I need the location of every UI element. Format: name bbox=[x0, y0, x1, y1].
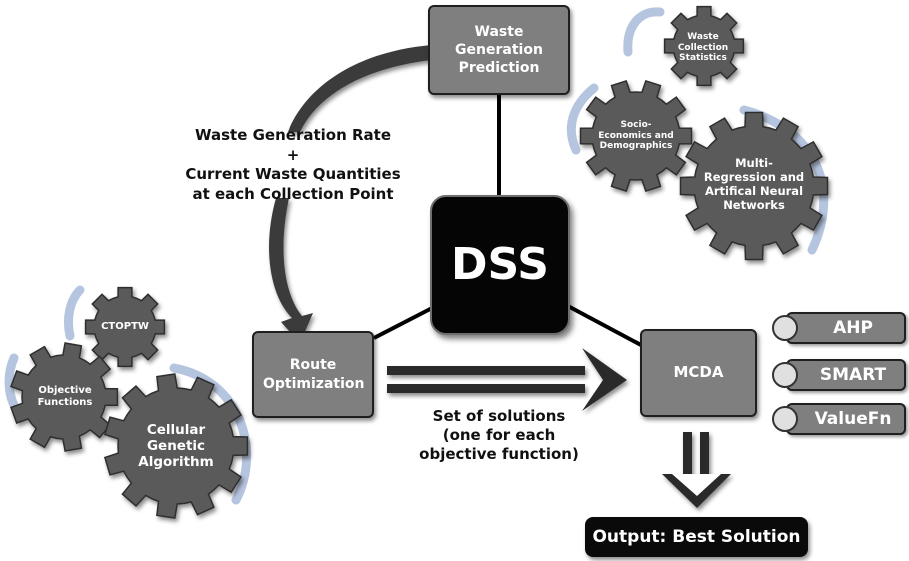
flow-label-line: Set of solutions bbox=[432, 407, 566, 425]
mcda-box: MCDA bbox=[640, 329, 757, 417]
bullet-icon bbox=[772, 362, 798, 388]
curved-arrow-icon bbox=[269, 45, 432, 343]
flow-label-line: (one for each bbox=[442, 425, 556, 444]
gear-label-cellular-genetic-algorithm: Cellular Genetic Algorithm bbox=[138, 421, 214, 471]
gear-label-ctoptw: CTOPTW bbox=[101, 321, 149, 332]
gear-layer bbox=[10, 5, 829, 519]
flow-label-line: Current Waste Quantities bbox=[185, 165, 401, 183]
orbit-arrow-icon bbox=[623, 7, 665, 57]
mcda-method-smart: SMART bbox=[772, 359, 906, 391]
method-label: SMART bbox=[786, 359, 906, 391]
mcda-label: MCDA bbox=[673, 363, 724, 382]
output-label: Output: Best Solution bbox=[592, 526, 801, 547]
gear-label-multi-regression: Multi-Regression and Artifical Neural Ne… bbox=[703, 156, 805, 212]
gear-icon bbox=[679, 111, 829, 261]
method-label: ValueFn bbox=[786, 403, 906, 435]
solutions-flow-label: Set of solutions (one for each objective… bbox=[394, 407, 604, 463]
mcda-method-valuefn: ValueFn bbox=[772, 403, 906, 435]
gear-label-socio-economics: Socio-Economics and Demographics bbox=[598, 119, 674, 152]
route-optimization-label: Route Optimization bbox=[263, 357, 365, 392]
orbit-arrow-icon bbox=[566, 83, 599, 155]
down-arrow-icon bbox=[662, 432, 731, 508]
connector-line-right bbox=[565, 303, 642, 347]
dss-box: DSS bbox=[430, 195, 570, 335]
method-label: AHP bbox=[786, 312, 906, 344]
gear-icon bbox=[579, 79, 693, 193]
flow-label-line: + bbox=[286, 145, 300, 164]
orbit-arrow-icon bbox=[169, 363, 252, 505]
route-optimization-box: Route Optimization bbox=[252, 331, 374, 418]
dss-label: DSS bbox=[451, 239, 549, 291]
waste-quantity-flow-label: Waste Generation Rate + Current Waste Qu… bbox=[148, 126, 438, 204]
bullet-icon bbox=[772, 406, 798, 432]
double-arrow-icon bbox=[387, 348, 627, 411]
bullet-icon bbox=[772, 315, 798, 341]
waste-generation-prediction-label: Waste Generation Prediction bbox=[455, 23, 543, 77]
orbit-arrow-icon bbox=[63, 285, 85, 341]
flow-label-line: at each Collection Point bbox=[192, 184, 394, 203]
mcda-method-ahp: AHP bbox=[772, 312, 906, 344]
flow-label-line: objective function) bbox=[419, 444, 579, 463]
waste-generation-prediction-box: Waste Generation Prediction bbox=[428, 5, 570, 95]
gear-label-objective-functions: Objective Functions bbox=[37, 385, 93, 408]
gear-icon bbox=[10, 342, 119, 452]
gear-label-waste-collection-statistics: Waste Collection Statistics bbox=[677, 31, 729, 64]
flow-label-line: Waste Generation Rate bbox=[194, 126, 392, 144]
connector-line-left bbox=[373, 304, 437, 340]
gear-icon bbox=[663, 5, 745, 87]
output-box: Output: Best Solution bbox=[585, 517, 808, 557]
gear-icon bbox=[84, 286, 166, 368]
gear-icon bbox=[103, 373, 249, 519]
orbit-arrow-icon bbox=[739, 105, 829, 255]
